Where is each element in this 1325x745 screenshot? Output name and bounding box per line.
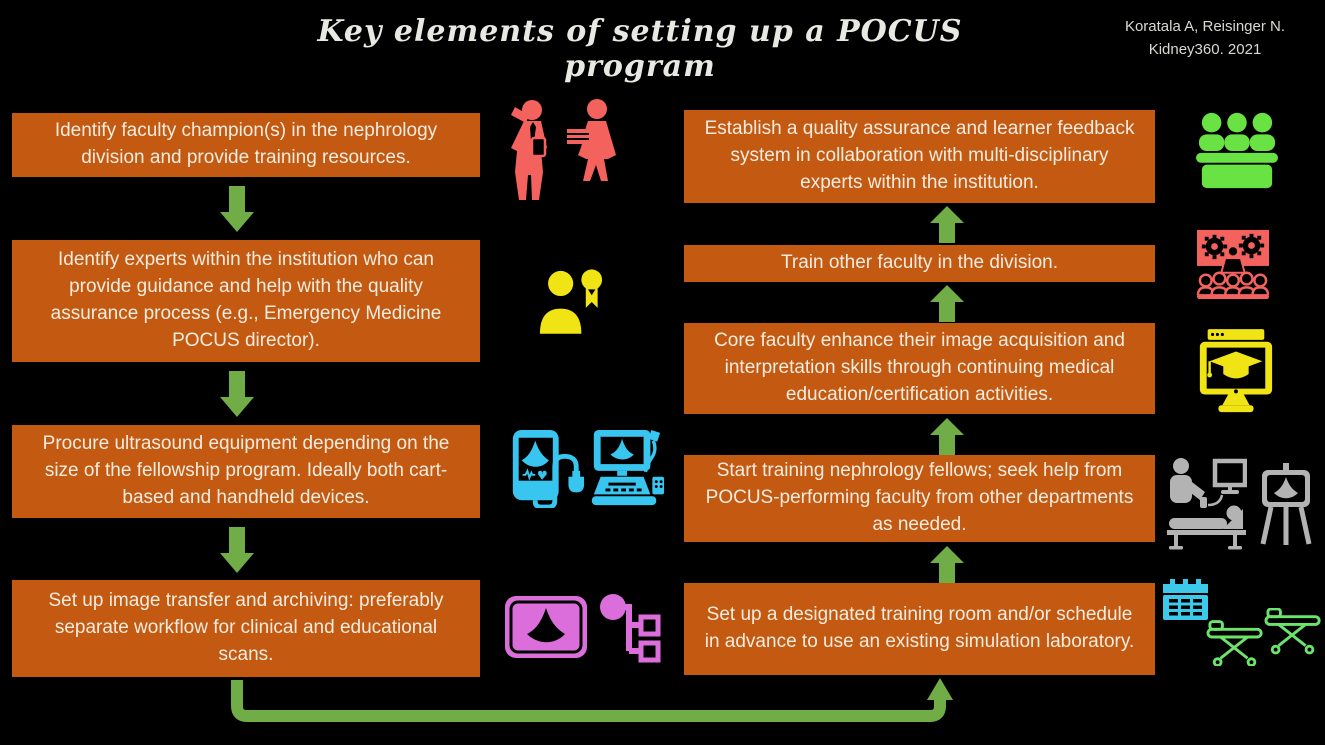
down-arrow-icon	[220, 371, 254, 417]
up-arrow-icon	[930, 418, 964, 455]
down-arrow-icon	[220, 527, 254, 573]
step-box-left-3: Procure ultrasound equipment depending o…	[12, 425, 480, 518]
citation-journal: Kidney360. 2021	[1148, 40, 1262, 58]
easel-icon	[1260, 463, 1312, 545]
citation: Koratala A, Reisinger N. Kidney360. 2021	[1090, 16, 1320, 61]
step-box-right-5: Set up a designated training room and/or…	[684, 583, 1155, 675]
step-box-left-2: Identify experts within the institution …	[12, 240, 480, 362]
up-arrow-icon	[930, 206, 964, 243]
step-box-right-1: Establish a quality assurance and learne…	[684, 110, 1155, 203]
up-arrow-icon	[930, 546, 964, 583]
page-title: Key elements of setting up a POCUS progr…	[317, 14, 963, 84]
teachers-icon	[511, 99, 616, 200]
step-box-right-4: Start training nephrology fellows; seek …	[684, 455, 1155, 542]
expert-badge-icon	[539, 269, 603, 334]
step-box-right-3: Core faculty enhance their image acquisi…	[684, 323, 1155, 414]
step-box-left-4: Set up image transfer and archiving: pre…	[12, 580, 480, 677]
ultrasound-exam-icon	[1167, 458, 1247, 550]
up-arrow-icon	[930, 285, 964, 322]
bottom-connector-arrow	[231, 678, 953, 722]
ultrasound-devices-icon	[512, 429, 665, 508]
calendar-icon	[1163, 579, 1208, 620]
down-arrow-icon	[220, 186, 254, 232]
step-box-right-2: Train other faculty in the division.	[684, 245, 1155, 282]
citation-authors: Koratala A, Reisinger N.	[1124, 18, 1286, 35]
stretchers-icon	[1206, 608, 1321, 666]
step-box-left-1: Identify faculty champion(s) in the neph…	[12, 113, 480, 177]
elearning-icon	[1199, 329, 1273, 413]
committee-icon	[1196, 112, 1278, 189]
presentation-audience-icon	[1196, 229, 1270, 300]
image-archive-icon	[505, 594, 661, 663]
